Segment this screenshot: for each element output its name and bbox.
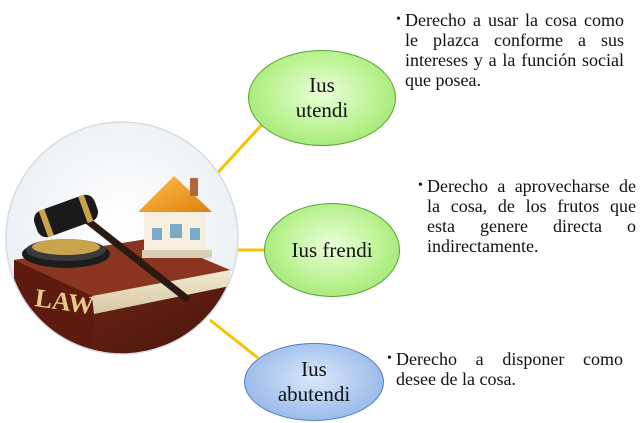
connector-abutendi xyxy=(209,318,259,360)
node-ius-utendi-label-line2: utendi xyxy=(295,98,349,122)
description-ius-frendi-text: Derecho a aprovecharse de la cosa, de lo… xyxy=(427,176,636,256)
node-ius-abutendi: Ius abutendi xyxy=(244,343,384,421)
central-law-image: LAW xyxy=(4,120,240,356)
node-ius-utendi-label-line1: Ius xyxy=(309,73,335,97)
node-ius-abutendi-label-line2: abutendi xyxy=(277,382,351,406)
node-ius-frendi-label: Ius frendi xyxy=(291,237,373,262)
description-ius-frendi: • Derecho a aprovecharse de la cosa, de … xyxy=(418,176,636,256)
description-ius-abutendi: • Derecho a disponer como desee de la co… xyxy=(387,349,623,389)
law-book-gavel-house-icon: LAW xyxy=(5,121,239,355)
node-ius-abutendi-label-line1: Ius xyxy=(301,357,327,381)
node-ius-utendi: Ius utendi xyxy=(248,50,396,146)
description-ius-abutendi-text: Derecho a disponer como desee de la cosa… xyxy=(396,349,623,389)
node-ius-frendi: Ius frendi xyxy=(264,203,400,297)
bullet-icon: • xyxy=(387,351,392,366)
bullet-icon: • xyxy=(418,178,423,193)
description-ius-utendi: • Derecho a usar la cosa como le plazca … xyxy=(396,10,624,90)
description-ius-utendi-text: Derecho a usar la cosa como le plazca co… xyxy=(405,10,624,90)
bullet-icon: • xyxy=(396,12,401,27)
